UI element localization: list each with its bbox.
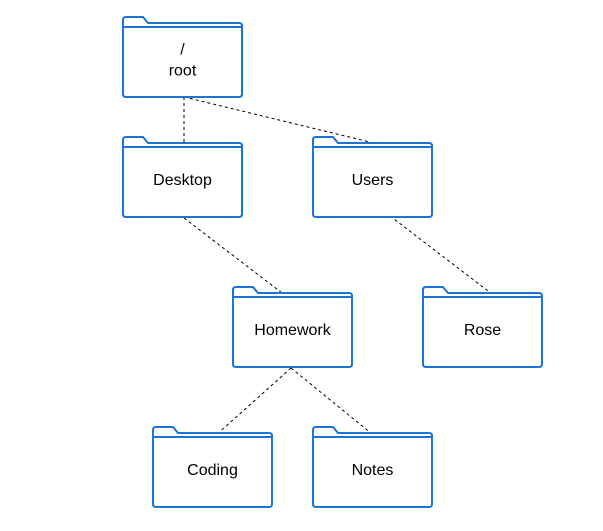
folder-notes: Notes (312, 426, 433, 508)
folder-icon (232, 286, 353, 368)
folder-coding: Coding (152, 426, 273, 508)
folder-icon (422, 286, 543, 368)
edge-homework-notes (290, 367, 373, 435)
folder-label: Users (352, 172, 394, 189)
folder-label: Rose (464, 322, 501, 339)
folder-label: Desktop (153, 172, 212, 189)
folder-rose: Rose (422, 286, 543, 368)
folder-root: / root (122, 16, 243, 98)
folder-icon (312, 426, 433, 508)
folder-users: Users (312, 136, 433, 218)
folder-icon (312, 136, 433, 218)
folder-label: root (169, 63, 197, 80)
folder-label: Coding (187, 462, 238, 479)
folder-label: / (180, 42, 185, 59)
folder-label: Notes (352, 462, 394, 479)
edge-root-users (183, 96, 375, 144)
folder-icon (122, 136, 243, 218)
edge-homework-coding (213, 367, 292, 438)
edge-desktop-homework (183, 217, 287, 297)
folder-desktop: Desktop (122, 136, 243, 218)
folder-icon (122, 16, 243, 98)
edges-layer (183, 96, 493, 438)
edge-users-rose (389, 215, 493, 295)
folder-homework: Homework (232, 286, 353, 368)
folder-icon (152, 426, 273, 508)
folder-label: Homework (254, 322, 331, 339)
